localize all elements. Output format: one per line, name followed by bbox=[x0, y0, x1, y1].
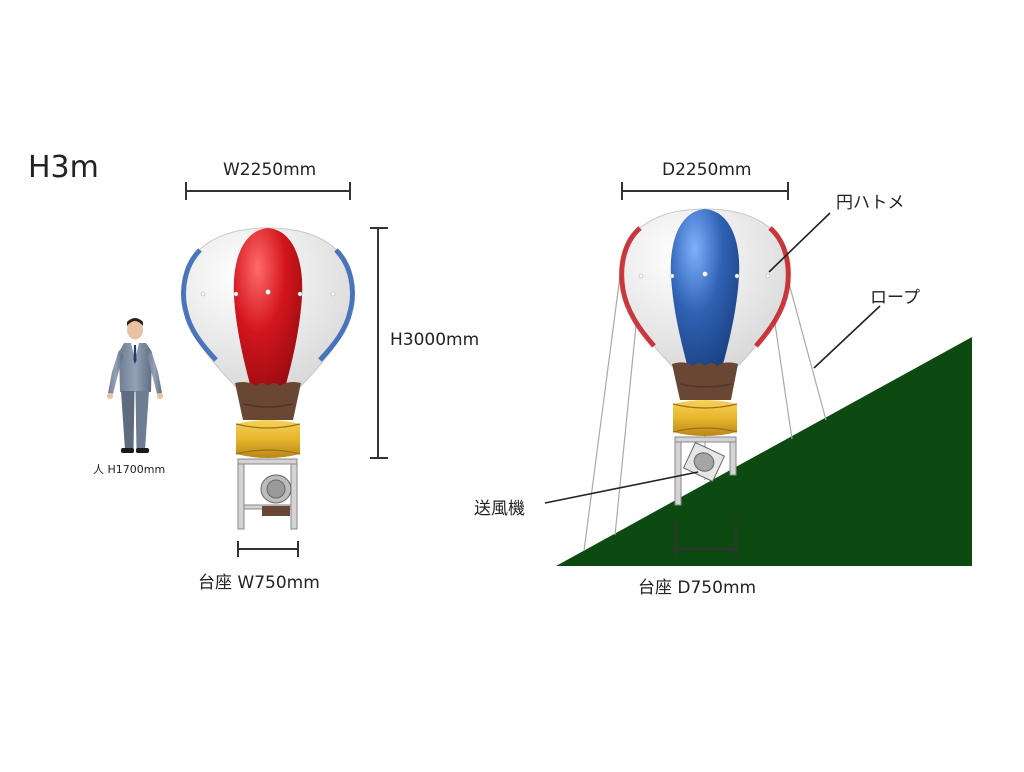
front-base-dimension bbox=[237, 541, 299, 557]
side-depth-dimension bbox=[621, 182, 789, 200]
side-base-stand bbox=[674, 436, 737, 506]
rope-label: ロープ bbox=[870, 288, 920, 308]
person-figure bbox=[107, 318, 163, 453]
front-width-label: W2250mm bbox=[223, 160, 317, 180]
front-base-label: 台座 W750mm bbox=[198, 573, 320, 593]
front-width-dimension bbox=[185, 182, 351, 200]
front-height-label: H3000mm bbox=[390, 330, 480, 350]
front-eyelets bbox=[200, 289, 336, 297]
leader-lines bbox=[544, 212, 881, 504]
side-base-label: 台座 D750mm bbox=[638, 578, 757, 598]
front-height-dimension bbox=[370, 227, 388, 459]
side-eyelets bbox=[638, 271, 771, 279]
person-height-label: 人 H1700mm bbox=[93, 463, 166, 476]
eyelet-label: 円ハトメ bbox=[836, 193, 905, 213]
front-blower bbox=[260, 474, 292, 516]
side-base-dimension bbox=[675, 521, 737, 557]
side-depth-label: D2250mm bbox=[662, 160, 752, 180]
slope-ground bbox=[556, 337, 972, 566]
blower-label: 送風機 bbox=[474, 499, 525, 519]
size-title: H3m bbox=[28, 150, 99, 185]
side-balloon bbox=[619, 208, 791, 436]
front-balloon bbox=[181, 227, 355, 458]
side-blower bbox=[682, 441, 726, 483]
